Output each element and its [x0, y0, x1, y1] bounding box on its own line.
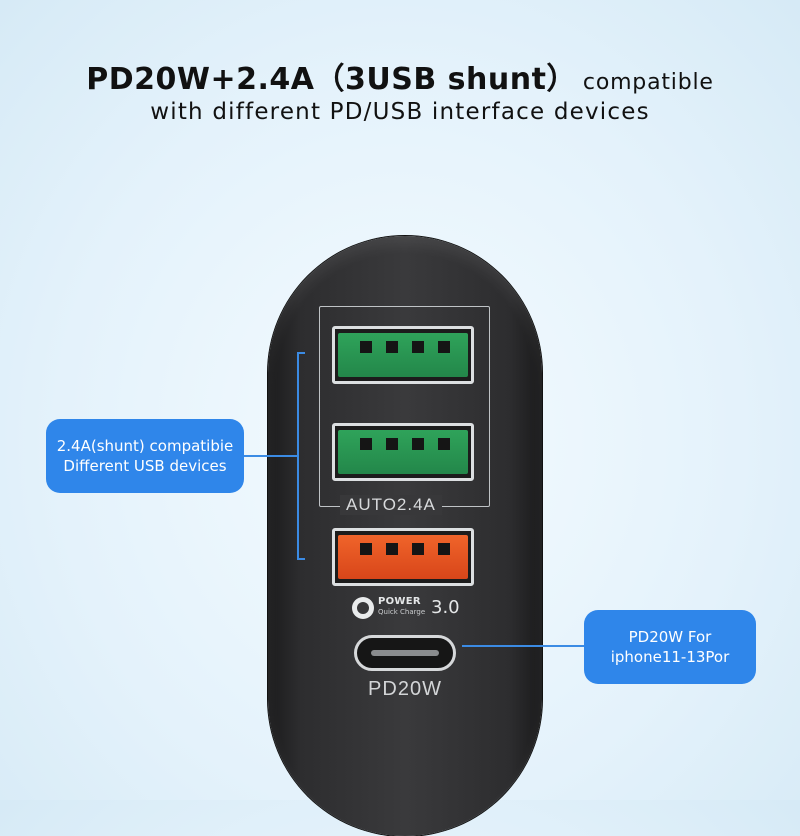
quick-charge-logo: POWER Quick Charge 3.0: [352, 596, 462, 622]
usb-c-pin: [371, 650, 439, 656]
usb-a-port-quick-charge-tongue: [338, 535, 468, 579]
qc-power-text: POWER: [378, 596, 421, 607]
subheadline: with different PD/USB interface devices: [150, 99, 650, 125]
callout-pd20w: PD20W For iphone11-13Por: [584, 610, 756, 684]
callout-connector-right: [462, 645, 586, 647]
qc-version-text: 3.0: [431, 597, 460, 618]
callout-usb-shunt-line1: 2.4A(shunt) compatibie: [56, 437, 234, 455]
callout-usb-shunt-line2: Different USB devices: [63, 457, 227, 475]
callout-usb-shunt: 2.4A(shunt) compatibie Different USB dev…: [46, 419, 244, 493]
auto-port-label: AUTO2.4A: [340, 495, 442, 515]
callout-connector-left: [243, 455, 298, 457]
callout-bracket: [297, 352, 305, 560]
usb-a-port-2: [332, 423, 474, 481]
quick-charge-icon: [352, 597, 374, 619]
callout-pd20w-line1: PD20W For: [628, 628, 712, 646]
usb-a-port-1: [332, 326, 474, 384]
callout-pd20w-line2: iphone11-13Por: [610, 648, 730, 666]
qc-sub-text: Quick Charge: [378, 608, 426, 616]
pd-port-label: PD20W: [368, 678, 442, 700]
usb-a-port-1-tongue: [338, 333, 468, 377]
usb-a-port-2-tongue: [338, 430, 468, 474]
headline: PD20W+2.4A（3USB shunt）compatible: [0, 54, 800, 98]
headline-regular: compatible: [582, 70, 714, 95]
usb-c-port: [354, 635, 456, 671]
usb-a-port-quick-charge: [332, 528, 474, 586]
headline-bold: PD20W+2.4A（3USB shunt）: [86, 62, 577, 97]
